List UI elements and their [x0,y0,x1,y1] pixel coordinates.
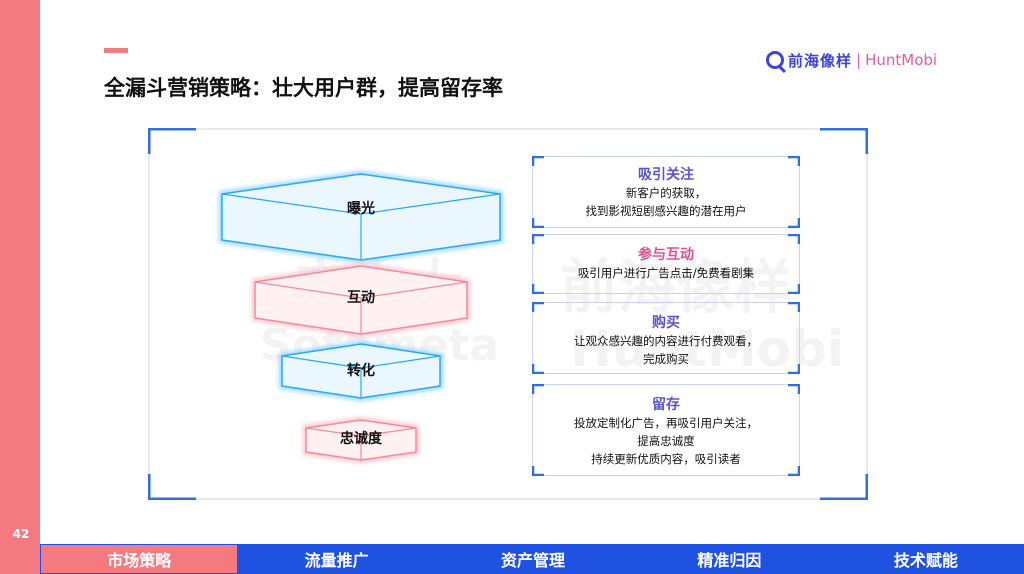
nav-tab-asset-management[interactable]: 资产管理 [501,551,566,570]
card-border [532,384,800,476]
frame-corner-brackets [148,128,868,500]
funnel-stage-exposure [219,170,503,264]
card-title: 参与互动 [638,247,694,263]
card-text-line: 投放定制化广告，再吸引用户关注， [574,416,758,430]
funnel-label-loyalty: 忠诚度 [340,431,382,447]
card-title: 购买 [652,315,680,331]
funnel-stage-loyalty [303,416,419,464]
left-accent-bar [0,0,40,574]
brand-logo: 前海像样 | HuntMobi [766,48,937,72]
card-text-line: 找到影视短剧感兴趣的潜在用户 [585,204,747,218]
card-text-line: 新客户的获取， [625,186,707,200]
stage-card-attention: 吸引关注 新客户的获取， 找到影视短剧感兴趣的潜在用户 [532,156,800,228]
card-border [532,302,800,374]
card-text-line: 让观众感兴趣的内容进行付费观看， [574,334,758,348]
content-frame [148,128,868,500]
nav-tab-precise-attribution[interactable]: 精准归因 [697,551,762,570]
page-number: 42 [12,527,30,541]
bottom-nav-bar: 市场策略 流量推广 资产管理 精准归因 技术赋能 [40,544,1024,574]
card-text-line: 吸引用户进行广告点击/免费看剧集 [577,266,755,280]
funnel-stage-interaction [252,262,470,338]
nav-tab-market-strategy[interactable]: 市场策略 [40,544,239,574]
logo-q-icon [766,51,784,69]
logo-separator: | [856,51,862,69]
funnel-label-conversion: 转化 [347,363,375,379]
card-text-line: 完成购买 [643,352,689,366]
funnel-stage-conversion [279,340,443,402]
stage-card-purchase: 购买 让观众感兴趣的内容进行付费观看， 完成购买 [532,302,800,374]
card-title: 吸引关注 [638,167,694,183]
card-text-line: 持续更新优质内容，吸引读者 [591,452,741,466]
nav-tab-traffic-promotion[interactable]: 流量推广 [304,551,369,570]
card-text-line: 提高忠诚度 [637,434,695,448]
nav-tab-tech-enablement[interactable]: 技术赋能 [893,551,958,570]
logo-en-text: HuntMobi [865,51,938,69]
page-title: 全漏斗营销策略：壮大用户群，提高留存率 [104,76,503,100]
stage-card-retention: 留存 投放定制化广告，再吸引用户关注， 提高忠诚度 持续更新优质内容，吸引读者 [532,384,800,476]
logo-cn-text: 前海像样 [788,51,853,70]
card-border [532,156,800,228]
card-border [532,234,800,294]
title-accent-dash [104,48,128,53]
funnel-label-exposure: 曝光 [347,201,375,217]
card-title: 留存 [652,397,680,413]
stage-card-engagement: 参与互动 吸引用户进行广告点击/免费看剧集 [532,234,800,294]
funnel-label-interaction: 互动 [347,290,375,306]
